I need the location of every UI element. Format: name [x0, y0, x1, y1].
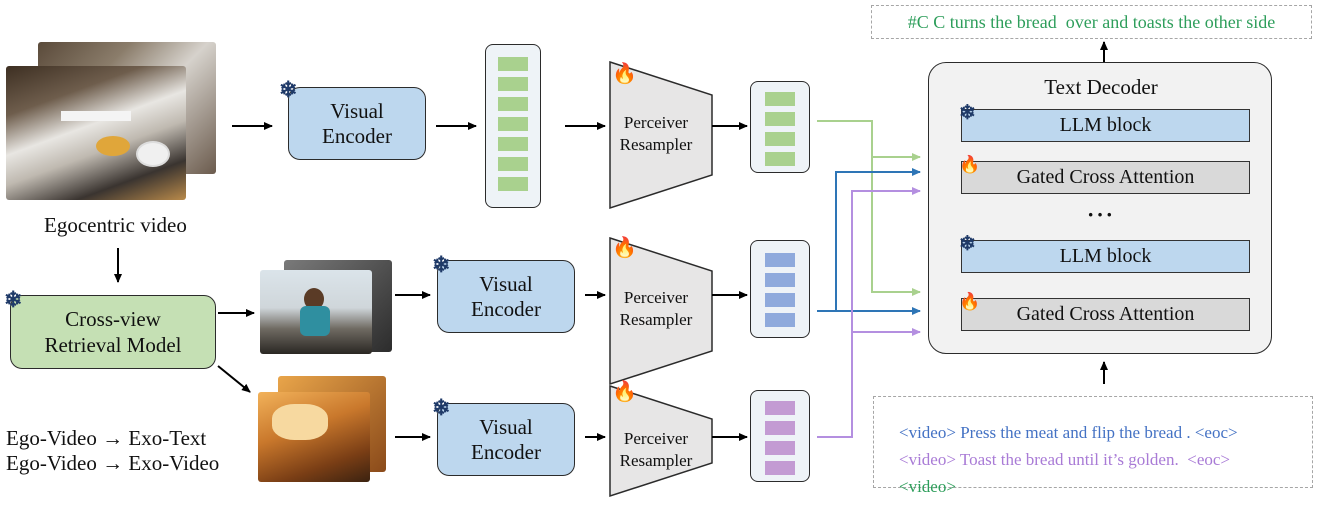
snowflake-icon: ❄: [959, 233, 976, 255]
fire-icon: 🔥: [612, 63, 637, 85]
egocentric-frame-front: [6, 66, 186, 200]
prompt-line-2: <video> Toast the bread until it’s golde…: [899, 450, 1230, 469]
text-decoder-title: Text Decoder: [1044, 75, 1158, 99]
llm-block: LLM block: [961, 240, 1250, 273]
text-decoder: Text Decoder LLM block Gated Cross Atten…: [928, 62, 1272, 354]
snowflake-icon: ❄: [432, 252, 451, 277]
llm-block: LLM block: [961, 109, 1250, 142]
resampled-tokens-green: [750, 81, 810, 173]
output-caption-box: #C C turns the bread over and toasts the…: [871, 5, 1312, 39]
resampled-tokens-blue: [750, 240, 810, 338]
retrieval-mode-video: Ego-Video → Exo-Video: [6, 451, 220, 475]
prompt-line-3: <video>: [899, 477, 956, 496]
fire-icon: 🔥: [959, 292, 981, 311]
prompt-line-1: <video> Press the meat and flip the brea…: [899, 423, 1238, 442]
fire-icon: 🔥: [612, 381, 637, 403]
exo-bread-frame-front: [258, 392, 370, 482]
fire-icon: 🔥: [959, 155, 981, 174]
snowflake-icon: ❄: [432, 395, 451, 420]
perceiver-shape-bot: [609, 384, 713, 498]
resampled-tokens-purple: [750, 390, 810, 482]
snowflake-icon: ❄: [959, 102, 976, 124]
snowflake-icon: ❄: [279, 77, 298, 102]
perceiver-shape-top: [609, 60, 713, 210]
retrieval-mode-text: Ego-Video → Exo-Text: [6, 426, 207, 450]
perceiver-shape-mid: [609, 236, 713, 386]
snowflake-icon: ❄: [4, 287, 23, 312]
diagram-connectors: [114, 41, 1108, 498]
gated-cross-attention-block: Gated Cross Attention: [961, 161, 1250, 194]
output-caption: #C C turns the bread over and toasts the…: [907, 11, 1276, 32]
egocentric-video-label: Egocentric video: [44, 213, 187, 237]
fire-icon: 🔥: [612, 237, 637, 259]
prompt-box: <video> Press the meat and flip the brea…: [873, 396, 1313, 496]
layer-ellipsis: ···: [1086, 202, 1115, 227]
visual-token-stack: [485, 44, 541, 208]
exo-video-frame-front: [260, 270, 372, 354]
gated-cross-attention-block: Gated Cross Attention: [961, 298, 1250, 331]
